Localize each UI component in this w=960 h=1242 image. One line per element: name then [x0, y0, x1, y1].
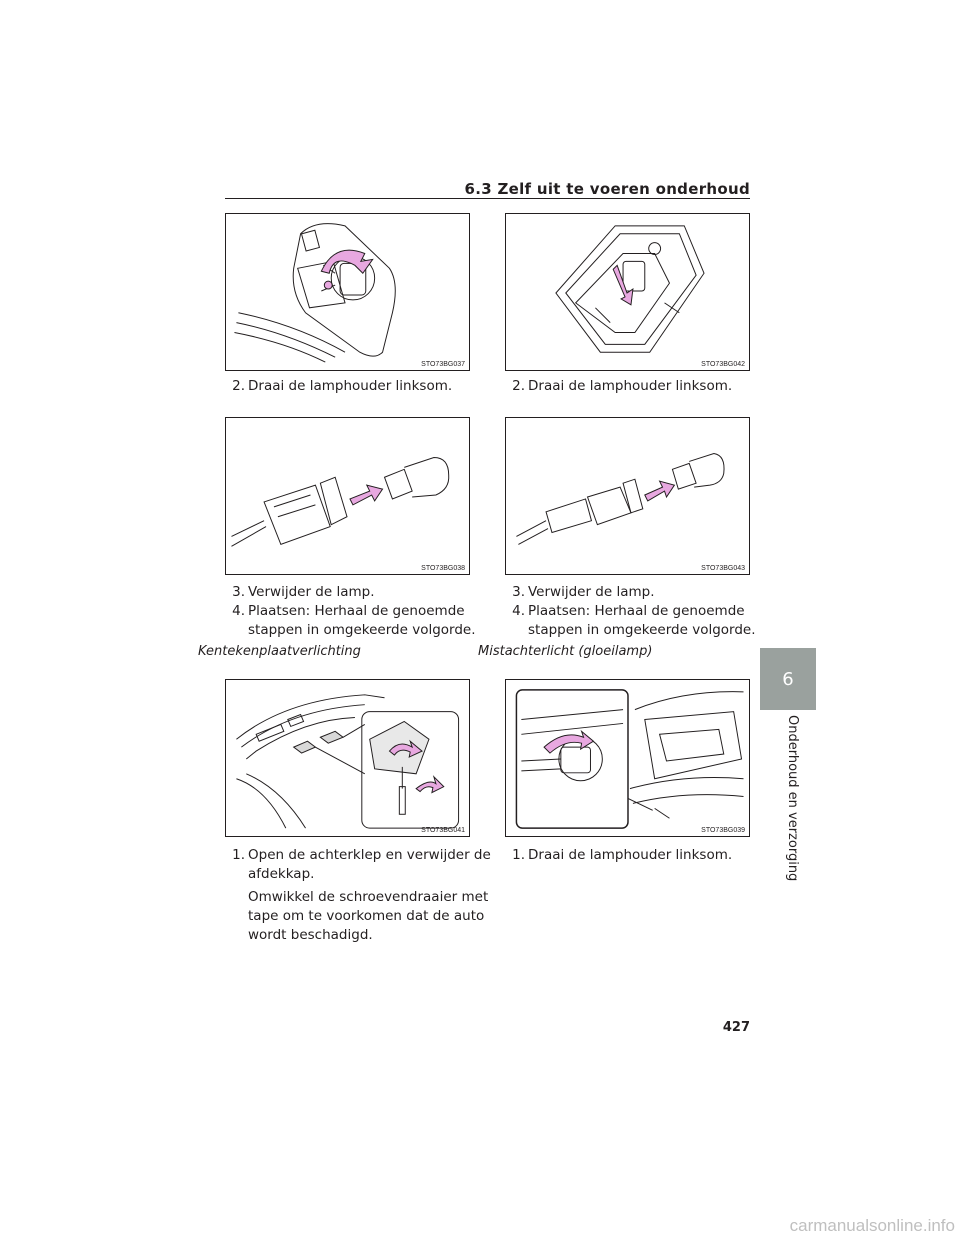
figure-code: STO73BG039 — [701, 827, 745, 834]
illustration-bulb-removal — [516, 453, 725, 545]
figure-code: STO73BG042 — [701, 361, 745, 368]
left-step-4-cont: stappen in omgekeerde volgorde. — [248, 622, 476, 638]
figure-rear-fog-holder: STO73BG039 — [505, 679, 750, 837]
section-title: 6.3 Zelf uit te voeren onderhoud — [464, 180, 750, 198]
left-step-4: 4.Plaatsen: Herhaal de genoemde — [232, 603, 465, 619]
right-step-2: 2.Draai de lamphouder linksom. — [512, 378, 733, 394]
left-step-1: 1.Open de achterklep en verwijder de — [232, 847, 491, 863]
section-heading-rear-fog: Mistachterlicht (gloeilamp) — [478, 644, 653, 659]
left-step-2: 2.Draai de lamphouder linksom. — [232, 378, 453, 394]
right-step-3: 3.Verwijder de lamp. — [512, 584, 655, 600]
left-step-1-cont: afdekkap. — [248, 866, 315, 882]
page-number: 427 — [722, 1020, 750, 1035]
left-note-line-2: tape om te voorkomen dat de auto — [248, 908, 485, 924]
chapter-label: Onderhoud en verzorging — [785, 715, 800, 882]
right-step-4: 4.Plaatsen: Herhaal de genoemde — [512, 603, 745, 619]
illustration-housing-holder — [555, 225, 705, 353]
figure-code: STO73BG043 — [701, 565, 745, 572]
right-step-4-cont: stappen in omgekeerde volgorde. — [528, 622, 756, 638]
figure-code: STO73BG037 — [421, 361, 465, 368]
section-heading-license-plate: Kentekenplaatverlichting — [198, 644, 361, 659]
watermark: carmanualsonline.info — [789, 1216, 955, 1235]
illustration-rear-fog-holder — [515, 689, 744, 829]
figure-taillight-holder-right: STO73BG042 — [505, 213, 750, 371]
header-rule — [225, 198, 750, 199]
illustration-bulb-removal — [231, 456, 450, 547]
illustration-taillight-holder — [234, 223, 396, 363]
chapter-tab[interactable]: 6 — [760, 648, 816, 710]
illustration-tailgate-cover — [236, 694, 460, 829]
chapter-number: 6 — [782, 668, 794, 690]
figure-code: STO73BG041 — [421, 827, 465, 834]
left-note-line-3: wordt beschadigd. — [248, 927, 373, 943]
figure-bulb-removal-left: STO73BG038 — [225, 417, 470, 575]
figure-taillight-holder-left: STO73BG037 — [225, 213, 470, 371]
right-step-1: 1.Draai de lamphouder linksom. — [512, 847, 733, 863]
left-note-line-1: Omwikkel de schroevendraaier met — [248, 889, 489, 905]
figure-tailgate-cover: STO73BG041 — [225, 679, 470, 837]
figure-bulb-removal-right: STO73BG043 — [505, 417, 750, 575]
left-step-3: 3.Verwijder de lamp. — [232, 584, 375, 600]
figure-code: STO73BG038 — [421, 565, 465, 572]
